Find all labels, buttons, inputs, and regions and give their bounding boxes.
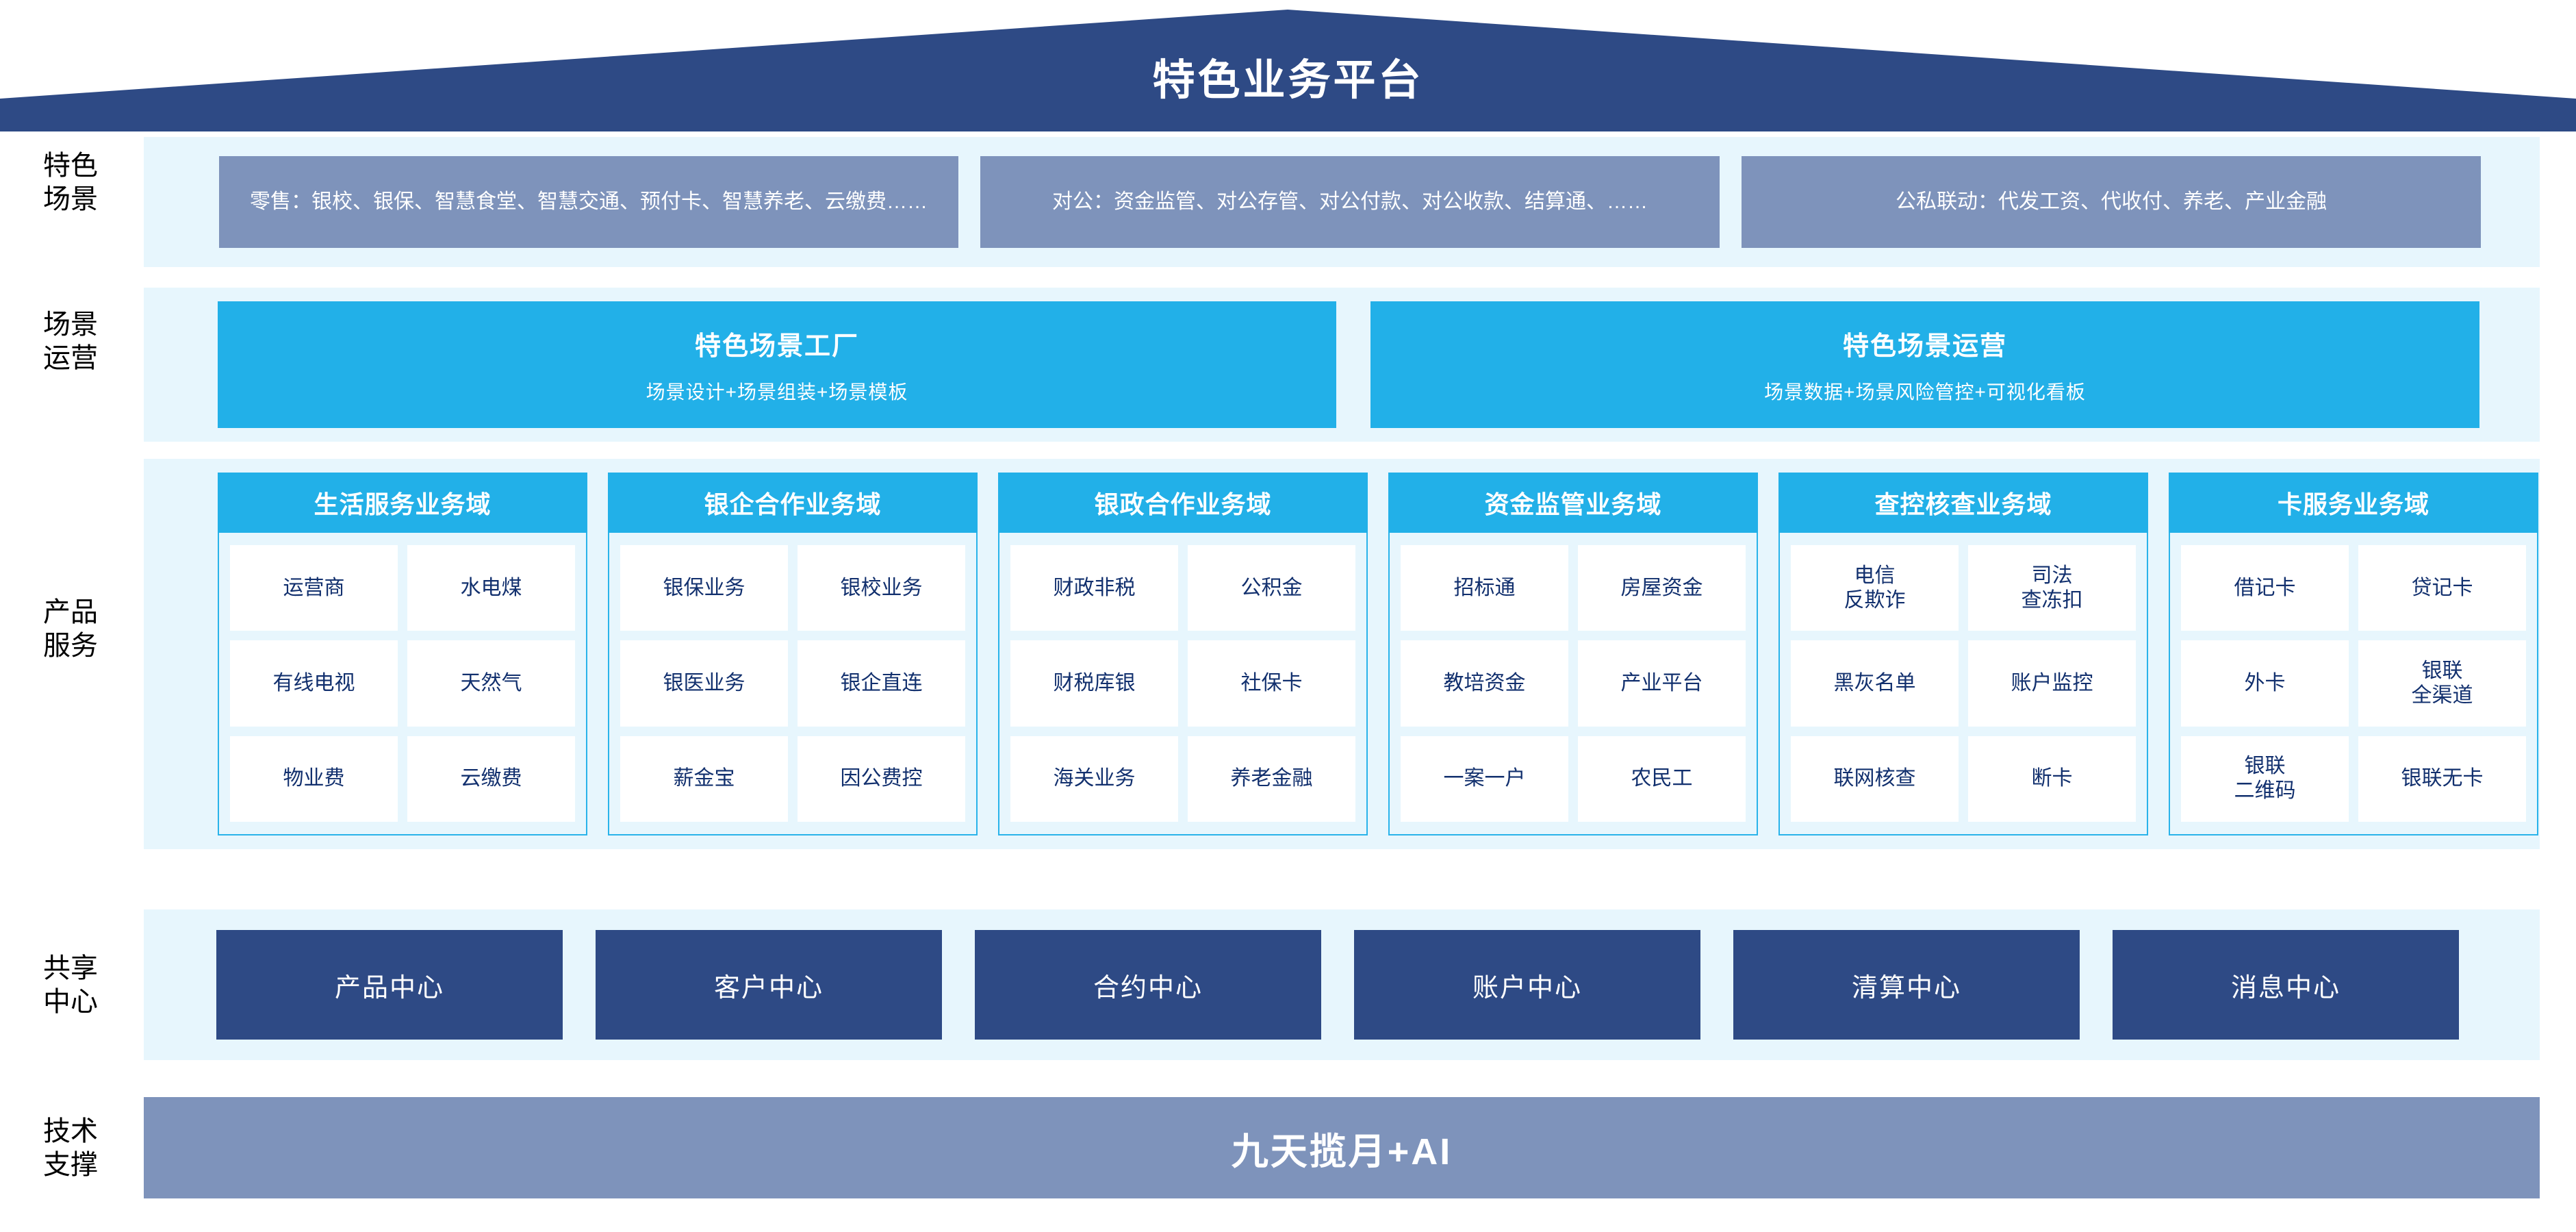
domain-column-bank-enterprise[interactable]: 银企合作业务域 银保业务 银校业务 银医业务 银企直连 薪金宝 因公费控 — [608, 473, 978, 835]
domain-cell[interactable]: 海关业务 — [1010, 736, 1178, 822]
domain-title: 卡服务业务域 — [2169, 473, 2538, 533]
domain-cell[interactable]: 运营商 — [230, 545, 398, 631]
domain-cell[interactable]: 银保业务 — [620, 545, 788, 631]
operations-subtitle: 场景设计+场景组装+场景模板 — [646, 381, 908, 403]
domain-cell[interactable]: 薪金宝 — [620, 736, 788, 822]
domain-column-card-services[interactable]: 卡服务业务域 借记卡 贷记卡 外卡 银联 全渠道 银联 二维码 银联无卡 — [2169, 473, 2538, 835]
domain-cell[interactable]: 养老金融 — [1188, 736, 1355, 822]
domain-cell-grid: 运营商 水电煤 有线电视 天然气 物业费 云缴费 — [219, 533, 586, 834]
domain-cell[interactable]: 账户监控 — [1968, 640, 2136, 727]
domain-cell[interactable]: 银联 二维码 — [2181, 736, 2349, 822]
operations-box-scene-operation[interactable]: 特色场景运营 场景数据+场景风险管控+可视化看板 — [1370, 301, 2479, 428]
domain-cell-grid: 银保业务 银校业务 银医业务 银企直连 薪金宝 因公费控 — [609, 533, 976, 834]
shared-center-contract[interactable]: 合约中心 — [975, 930, 1321, 1040]
domain-cell[interactable]: 黑灰名单 — [1791, 640, 1959, 727]
domain-cell[interactable]: 银校业务 — [798, 545, 965, 631]
domain-cell[interactable]: 借记卡 — [2181, 545, 2349, 631]
domain-cell[interactable]: 物业费 — [230, 736, 398, 822]
platform-roof-banner: 特色业务平台 — [0, 10, 2576, 131]
domain-cell[interactable]: 天然气 — [407, 640, 575, 727]
row-label-scenarios: 特色 场景 — [43, 151, 98, 214]
row-label-products: 产品 服务 — [43, 597, 98, 661]
domain-cell[interactable]: 银企直连 — [798, 640, 965, 727]
shared-center-customer[interactable]: 客户中心 — [596, 930, 942, 1040]
roof-shape-icon — [0, 10, 2576, 131]
domain-cell-grid: 招标通 房屋资金 教培资金 产业平台 一案一户 农民工 — [1390, 533, 1757, 834]
domain-cell[interactable]: 产业平台 — [1578, 640, 1746, 727]
domain-cell[interactable]: 电信 反欺诈 — [1791, 545, 1959, 631]
domain-cell[interactable]: 房屋资金 — [1578, 545, 1746, 631]
scenario-box-public-private[interactable]: 公私联动：代发工资、代收付、养老、产业金融 — [1742, 156, 2481, 248]
shared-center-message[interactable]: 消息中心 — [2113, 930, 2459, 1040]
tech-support-bar[interactable]: 九天揽月+AI — [144, 1097, 2540, 1198]
domain-cell[interactable]: 因公费控 — [798, 736, 965, 822]
domain-column-investigation-control[interactable]: 查控核查业务域 电信 反欺诈 司法 查冻扣 黑灰名单 账户监控 联网核查 断卡 — [1778, 473, 2148, 835]
operations-title: 特色场景运营 — [1842, 332, 2007, 361]
domain-cell[interactable]: 外卡 — [2181, 640, 2349, 727]
row-label-operations: 场景 运营 — [43, 310, 98, 373]
domain-cell[interactable]: 司法 查冻扣 — [1968, 545, 2136, 631]
domain-cell[interactable]: 社保卡 — [1188, 640, 1355, 727]
domain-cell-grid: 电信 反欺诈 司法 查冻扣 黑灰名单 账户监控 联网核查 断卡 — [1780, 533, 2147, 834]
scenario-box-retail[interactable]: 零售：银校、银保、智慧食堂、智慧交通、预付卡、智慧养老、云缴费…… — [219, 156, 958, 248]
domain-title: 银政合作业务域 — [998, 473, 1368, 533]
domain-cell[interactable]: 农民工 — [1578, 736, 1746, 822]
shared-center-account[interactable]: 账户中心 — [1354, 930, 1700, 1040]
domain-cell[interactable]: 财政非税 — [1010, 545, 1178, 631]
shared-center-product[interactable]: 产品中心 — [216, 930, 563, 1040]
scenario-box-corporate[interactable]: 对公：资金监管、对公存管、对公付款、对公收款、结算通、…… — [980, 156, 1720, 248]
domain-cell[interactable]: 银联 全渠道 — [2358, 640, 2526, 727]
domain-cell[interactable]: 云缴费 — [407, 736, 575, 822]
domain-title: 资金监管业务域 — [1388, 473, 1758, 533]
operations-subtitle: 场景数据+场景风险管控+可视化看板 — [1764, 381, 2086, 403]
domain-cell[interactable]: 银联无卡 — [2358, 736, 2526, 822]
operations-box-scene-factory[interactable]: 特色场景工厂 场景设计+场景组装+场景模板 — [218, 301, 1336, 428]
domain-cell[interactable]: 公积金 — [1188, 545, 1355, 631]
domain-column-life-services[interactable]: 生活服务业务域 运营商 水电煤 有线电视 天然气 物业费 云缴费 — [218, 473, 587, 835]
shared-center-settlement[interactable]: 清算中心 — [1733, 930, 2080, 1040]
domain-cell[interactable]: 水电煤 — [407, 545, 575, 631]
domain-cell[interactable]: 有线电视 — [230, 640, 398, 727]
domain-cell[interactable]: 银医业务 — [620, 640, 788, 727]
operations-title: 特色场景工厂 — [694, 332, 859, 361]
domain-column-bank-government[interactable]: 银政合作业务域 财政非税 公积金 财税库银 社保卡 海关业务 养老金融 — [998, 473, 1368, 835]
domain-title: 生活服务业务域 — [218, 473, 587, 533]
domain-column-fund-supervision[interactable]: 资金监管业务域 招标通 房屋资金 教培资金 产业平台 一案一户 农民工 — [1388, 473, 1758, 835]
domain-cell-grid: 借记卡 贷记卡 外卡 银联 全渠道 银联 二维码 银联无卡 — [2170, 533, 2537, 834]
domain-cell[interactable]: 一案一户 — [1401, 736, 1568, 822]
page-title: 特色业务平台 — [1152, 57, 1424, 104]
domain-title: 银企合作业务域 — [608, 473, 978, 533]
domain-cell-grid: 财政非税 公积金 财税库银 社保卡 海关业务 养老金融 — [999, 533, 1366, 834]
domain-cell[interactable]: 断卡 — [1968, 736, 2136, 822]
domain-cell[interactable]: 联网核查 — [1791, 736, 1959, 822]
row-label-tech-support: 技术 支撑 — [43, 1116, 98, 1180]
domain-cell[interactable]: 财税库银 — [1010, 640, 1178, 727]
row-label-shared-center: 共享 中心 — [43, 953, 98, 1017]
domain-title: 查控核查业务域 — [1778, 473, 2148, 533]
domain-cell[interactable]: 教培资金 — [1401, 640, 1568, 727]
domain-cell[interactable]: 招标通 — [1401, 545, 1568, 631]
domain-cell[interactable]: 贷记卡 — [2358, 545, 2526, 631]
